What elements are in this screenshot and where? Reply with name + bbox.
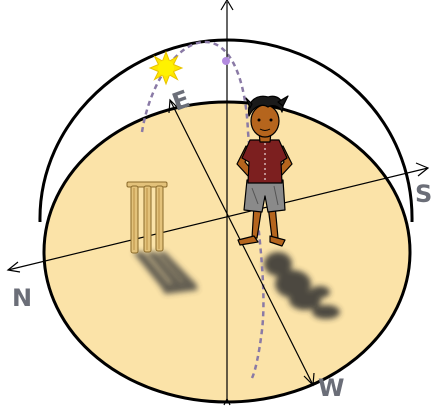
west-arrow-icon	[303, 372, 315, 387]
zenith-arrow-icon	[220, 0, 234, 11]
boy-shadow	[264, 252, 340, 319]
label-north: N	[12, 284, 32, 312]
nadir-arrow-icon	[223, 397, 231, 406]
label-south: S	[415, 180, 432, 208]
stumps-shadow	[133, 252, 198, 294]
noon-sun-marker	[222, 57, 230, 65]
boy-figure	[236, 95, 293, 247]
south-arrow-icon	[415, 162, 430, 177]
north-arrow-icon	[6, 261, 21, 273]
east-arrow-icon	[168, 98, 180, 114]
sun-icon	[148, 50, 184, 86]
north-south-axis	[7, 167, 429, 271]
label-west: W	[318, 374, 344, 402]
stumps-icon	[126, 181, 168, 254]
sun-path-arc	[140, 40, 250, 133]
